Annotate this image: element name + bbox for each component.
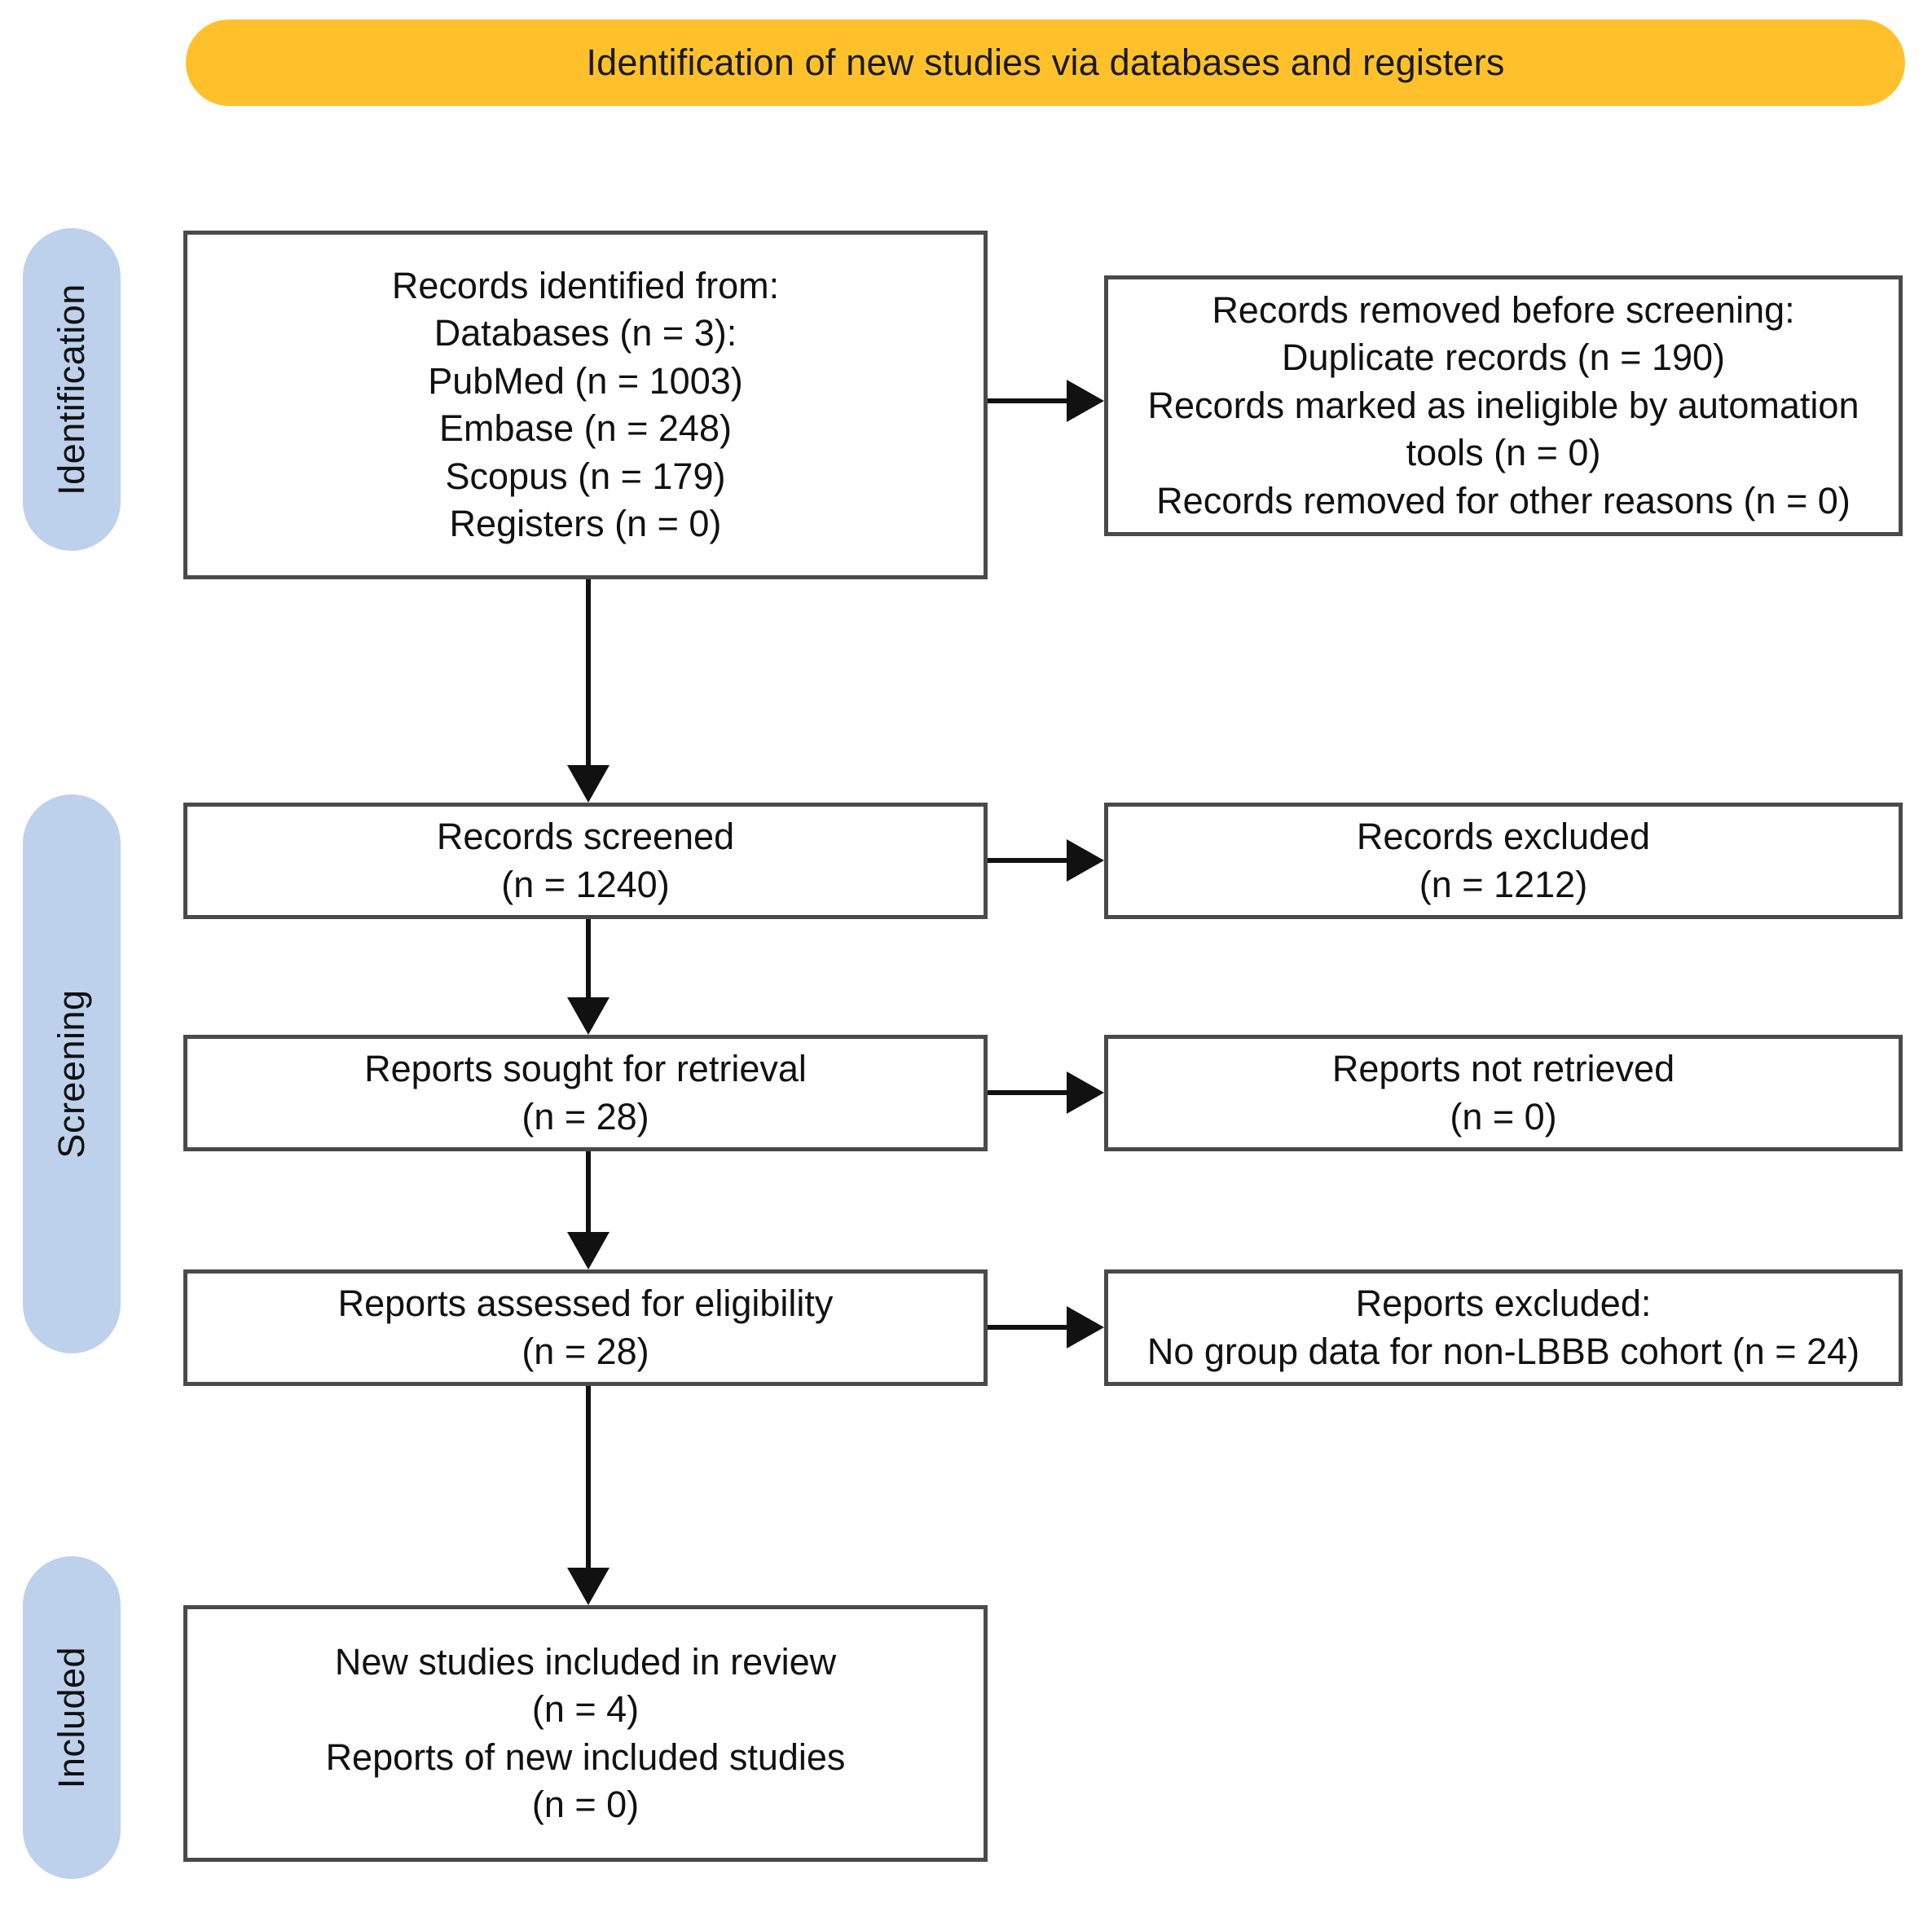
- arrowhead-down-icon: [567, 997, 610, 1035]
- arrowhead-down-icon: [567, 765, 610, 803]
- arrow-sought-to-assessed: [567, 1151, 610, 1269]
- arrow-identified-to-screened: [567, 579, 610, 803]
- box-records-screened-text: Records screened (n = 1240): [436, 816, 735, 905]
- box-reports-sought-text: Reports sought for retrieval (n = 28): [364, 1048, 807, 1137]
- connector-line: [988, 1090, 1073, 1095]
- connector-line: [586, 919, 591, 999]
- box-records-removed-text: Records removed before screening: Duplic…: [1147, 288, 1859, 521]
- arrow-assessed-to-included: [567, 1386, 610, 1605]
- box-records-removed-before-screening: Records removed before screening: Duplic…: [1104, 275, 1903, 536]
- box-records-excluded: Records excluded (n = 1212): [1104, 803, 1903, 919]
- box-reports-not-retrieved: Reports not retrieved (n = 0): [1104, 1035, 1903, 1151]
- connector-line: [586, 1386, 591, 1569]
- diagram-header-banner: Identification of new studies via databa…: [186, 20, 1905, 106]
- page-title: Identification of new studies via databa…: [586, 42, 1505, 84]
- arrowhead-right-icon: [1067, 1071, 1104, 1114]
- box-records-identified-text: Records identified from: Databases (n = …: [391, 264, 780, 545]
- arrow-assessed-to-reports-excluded: [988, 1306, 1104, 1348]
- arrowhead-down-icon: [567, 1568, 610, 1605]
- box-records-excluded-text: Records excluded (n = 1212): [1356, 816, 1651, 905]
- box-reports-assessed-for-eligibility: Reports assessed for eligibility (n = 28…: [183, 1269, 988, 1386]
- arrowhead-right-icon: [1067, 1306, 1104, 1348]
- box-records-identified: Records identified from: Databases (n = …: [183, 231, 988, 579]
- arrow-screened-to-excluded: [988, 839, 1104, 882]
- arrow-sought-to-not-retrieved: [988, 1071, 1104, 1114]
- box-new-studies-included-text: New studies included in review (n = 4) R…: [325, 1640, 846, 1826]
- box-records-screened: Records screened (n = 1240): [183, 803, 988, 919]
- stage-tab-included: Included: [23, 1556, 121, 1879]
- stage-tab-identification-label: Identification: [51, 284, 92, 495]
- box-reports-excluded: Reports excluded: No group data for non-…: [1104, 1269, 1903, 1386]
- connector-line: [988, 398, 1073, 403]
- connector-line: [586, 1151, 591, 1234]
- arrowhead-down-icon: [567, 1232, 610, 1269]
- arrowhead-right-icon: [1067, 380, 1104, 422]
- arrow-identified-to-removed: [988, 380, 1104, 422]
- box-reports-not-retrieved-text: Reports not retrieved (n = 0): [1331, 1048, 1675, 1137]
- connector-line: [988, 1325, 1073, 1330]
- stage-tab-included-label: Included: [51, 1646, 92, 1789]
- box-new-studies-included: New studies included in review (n = 4) R…: [183, 1605, 988, 1862]
- arrowhead-right-icon: [1067, 839, 1104, 882]
- connector-line: [988, 858, 1073, 863]
- connector-line: [586, 579, 591, 767]
- stage-tab-screening-label: Screening: [51, 989, 92, 1159]
- box-reports-sought-for-retrieval: Reports sought for retrieval (n = 28): [183, 1035, 988, 1151]
- box-reports-assessed-text: Reports assessed for eligibility (n = 28…: [337, 1282, 834, 1372]
- box-reports-excluded-text: Reports excluded: No group data for non-…: [1146, 1282, 1860, 1372]
- stage-tab-screening: Screening: [23, 794, 121, 1353]
- arrow-screened-to-sought: [567, 919, 610, 1035]
- stage-tab-identification: Identification: [23, 228, 121, 551]
